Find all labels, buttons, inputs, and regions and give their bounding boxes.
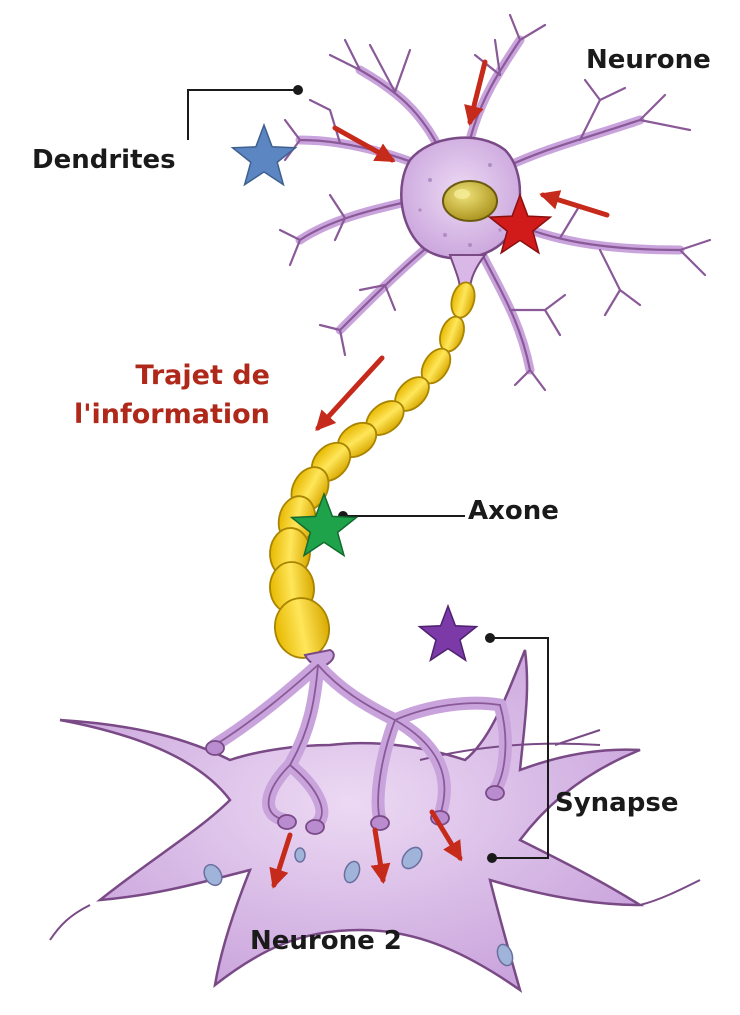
dendrites-label: Dendrites <box>32 147 176 173</box>
blue-star <box>233 125 296 185</box>
information-path-line2: l'information <box>74 395 270 434</box>
purple-star <box>420 606 477 660</box>
information-path-label: Trajet de l'information <box>74 356 270 434</box>
synapse-label: Synapse <box>555 790 678 816</box>
axon <box>268 280 478 662</box>
axone-label: Axone <box>468 498 559 524</box>
information-path-line1: Trajet de <box>74 356 270 395</box>
neurone-2-label: Neurone 2 <box>250 928 402 954</box>
nucleus <box>443 181 497 221</box>
neurone-label: Neurone <box>586 47 711 73</box>
